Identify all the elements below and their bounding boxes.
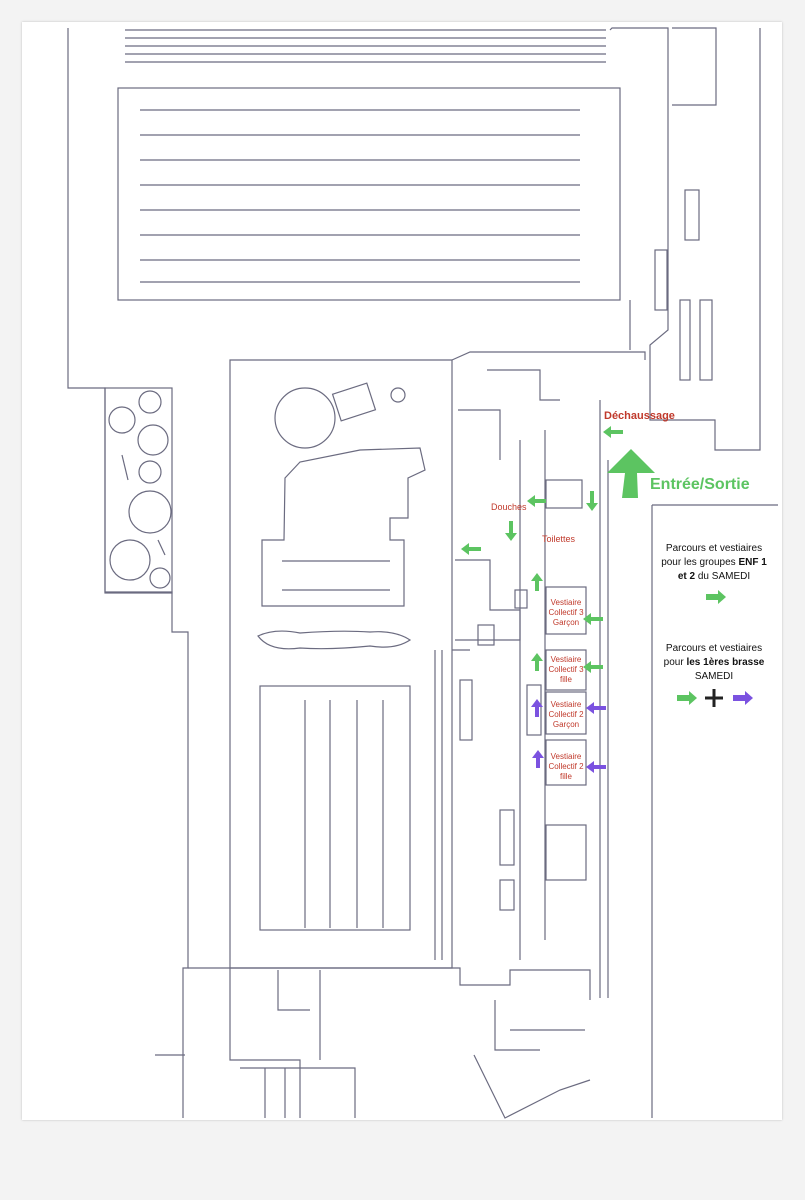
arrow-icon: [583, 661, 603, 673]
douches-label: Douches: [491, 502, 527, 512]
toilettes-label: Toilettes: [542, 534, 576, 544]
arrow-icon: [531, 573, 543, 591]
arrow-icon: [586, 491, 598, 511]
dechaussage-label: Déchaussage: [604, 410, 675, 422]
arrow-icon: [603, 426, 623, 438]
plan-sheet: [22, 22, 782, 1120]
arrow-icon: [532, 750, 544, 768]
arrow-icon: [586, 702, 606, 714]
legend-group2: Parcours et vestiaires pour les 1ères br…: [663, 643, 765, 682]
garden-area: [104, 387, 173, 594]
arrow-icon: [531, 653, 543, 671]
legend-group1: Parcours et vestiaires pour les groupes …: [661, 543, 767, 582]
arrow-icon: [583, 613, 603, 625]
arrow-icon: [706, 590, 726, 604]
arrow-icon: [586, 761, 606, 773]
plus-icon: [705, 689, 723, 707]
arrow-icon: [677, 691, 697, 705]
arrow-icon: [531, 699, 543, 717]
arrow-icon: [527, 495, 546, 507]
entree-sortie-label: Entrée/Sortie: [650, 476, 750, 493]
route-arrows-purple: [531, 699, 606, 773]
second-pool: [259, 685, 411, 931]
main-pool: [117, 87, 621, 301]
arrow-icon: [461, 543, 481, 555]
route-arrows-green: [461, 426, 655, 673]
building-outline: [67, 28, 189, 1118]
arrow-icon: [733, 691, 753, 705]
arrow-icon: [607, 449, 655, 498]
arrow-icon: [505, 521, 517, 541]
